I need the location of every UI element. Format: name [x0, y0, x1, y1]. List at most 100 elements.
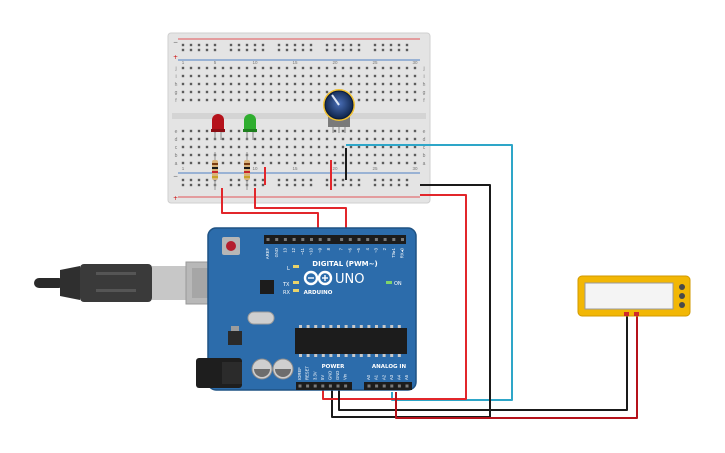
wire-lcd-black[interactable] — [338, 315, 628, 411]
wire-red-led2[interactable] — [254, 188, 347, 236]
atmega-chip — [295, 328, 407, 354]
wire-red[interactable] — [322, 194, 467, 400]
resistor-icon[interactable] — [212, 152, 218, 190]
digital-pin-label: ~6 — [347, 247, 352, 252]
power-pin-label: GND — [328, 371, 333, 380]
row-letter: b — [423, 153, 426, 159]
analog-pin-label: A1 — [374, 374, 379, 380]
digital-label: DIGITAL (PWM~) — [312, 260, 377, 268]
column-number: 20 — [332, 60, 338, 65]
usb-chip — [260, 280, 274, 294]
arduino-logo-icon — [303, 270, 333, 286]
digital-pin-label: ~10 — [309, 247, 314, 255]
digital-pin-label: AREF — [265, 248, 270, 260]
led-green[interactable] — [243, 114, 257, 140]
rail-minus-symbol: − — [173, 39, 178, 46]
digital-pin-label: 4 — [365, 247, 370, 250]
row-letter: f — [175, 98, 177, 104]
power-pin-label: 5V — [320, 375, 325, 380]
power-pin-label: Vin — [343, 373, 348, 380]
crystal — [247, 311, 275, 325]
analog-header[interactable] — [364, 382, 412, 390]
column-number: 15 — [292, 60, 298, 65]
column-number: 30 — [412, 166, 418, 171]
analog-pin-label: A5 — [404, 374, 409, 380]
column-number: 10 — [252, 60, 258, 65]
power-pin-label: 3.3V — [312, 371, 317, 380]
row-letter: b — [175, 153, 178, 159]
row-letter: g — [175, 90, 178, 96]
column-number: 1 — [182, 166, 185, 171]
row-letter: e — [423, 129, 426, 135]
digital-pin-label: 12 — [291, 247, 296, 252]
analog-pin-label: A0 — [366, 374, 371, 380]
wire-cyan[interactable] — [346, 144, 513, 401]
led-red[interactable] — [211, 114, 225, 140]
row-letter: h — [175, 82, 178, 88]
row-letter: f — [423, 98, 425, 104]
rx-label: RX — [283, 290, 290, 296]
breadboard-column-numbers: 115510101515202025253030 — [182, 60, 418, 171]
digital-pin-label: GND — [274, 248, 279, 257]
analog-pin-label: A2 — [381, 374, 386, 380]
brand-name: ARDUINO — [304, 290, 333, 296]
row-letter: c — [423, 145, 426, 151]
row-letter: j — [174, 66, 176, 72]
wire-red-led1[interactable] — [221, 188, 319, 236]
rail-plus-symbol: + — [173, 195, 178, 202]
wires[interactable] — [221, 144, 638, 419]
on-label: ON — [394, 281, 402, 287]
power-pin-label: RESET — [305, 366, 310, 380]
digital-pin-label: ~9 — [317, 247, 322, 252]
wire-lcd-red[interactable] — [395, 315, 638, 419]
digital-pin-label: TX▸1 — [391, 247, 396, 257]
digital-pin-label: 13 — [283, 247, 288, 252]
row-letter: h — [423, 82, 426, 88]
column-number: 15 — [292, 166, 298, 171]
rail-plus-symbol: + — [173, 54, 178, 61]
power-pin-label: IOREF — [297, 367, 302, 380]
row-letter: d — [175, 137, 178, 143]
resistor-icon[interactable] — [244, 152, 250, 190]
row-letter: i — [175, 74, 176, 80]
model-name: UNO — [335, 272, 364, 287]
tx-label: TX — [282, 282, 290, 288]
row-letter: c — [175, 145, 178, 151]
digital-pin-label: ~11 — [300, 247, 305, 254]
lcd-icon[interactable] — [577, 275, 691, 317]
row-letter: j — [422, 66, 424, 72]
column-number: 5 — [214, 60, 217, 65]
digital-pin-label: ~3 — [374, 247, 379, 252]
column-number: 25 — [372, 166, 378, 171]
row-letter: d — [423, 137, 426, 143]
digital-pin-label: 7 — [339, 247, 344, 250]
lcd-screen — [584, 282, 674, 310]
potentiometer-icon[interactable] — [323, 89, 355, 133]
row-letter: a — [423, 161, 426, 167]
row-letter: g — [423, 90, 426, 96]
analog-pin-label: A3 — [389, 374, 394, 380]
digital-pin-label: 8 — [326, 247, 331, 250]
digital-pin-label: 2 — [382, 247, 387, 250]
column-number: 10 — [252, 166, 258, 171]
row-letter: e — [175, 129, 178, 135]
regulator — [228, 331, 242, 345]
digital-pin-label: RX◂0 — [400, 247, 405, 258]
column-number: 30 — [412, 60, 418, 65]
row-letter: a — [175, 161, 178, 167]
column-number: 1 — [182, 60, 185, 65]
analog-label: ANALOG IN — [372, 364, 407, 370]
row-letter: i — [423, 74, 424, 80]
l-led-label: L — [287, 266, 290, 272]
column-number: 20 — [332, 166, 338, 171]
analog-pin-label: A4 — [397, 374, 402, 380]
digital-pin-label: ~5 — [356, 247, 361, 252]
digital-header[interactable] — [264, 235, 406, 244]
